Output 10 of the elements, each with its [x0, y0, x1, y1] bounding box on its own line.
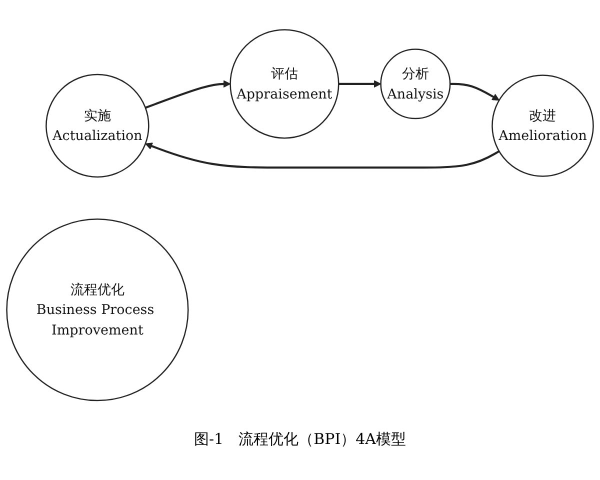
node-circle: 分析 Analysis — [380, 48, 451, 120]
node-circle: 流程优化 Business Process Improvement — [6, 218, 189, 402]
node-circle: 实施 Actualization — [46, 74, 150, 178]
figure-caption: 图-1 流程优化（BPI）4A模型 — [192, 430, 408, 449]
arrow — [145, 142, 500, 168]
arrow — [450, 82, 500, 100]
node-circle: 评估 Appraisement — [230, 28, 340, 139]
arrow — [145, 80, 231, 109]
arrow — [338, 80, 382, 88]
node-circle: 改进 Amelioration — [492, 74, 594, 177]
